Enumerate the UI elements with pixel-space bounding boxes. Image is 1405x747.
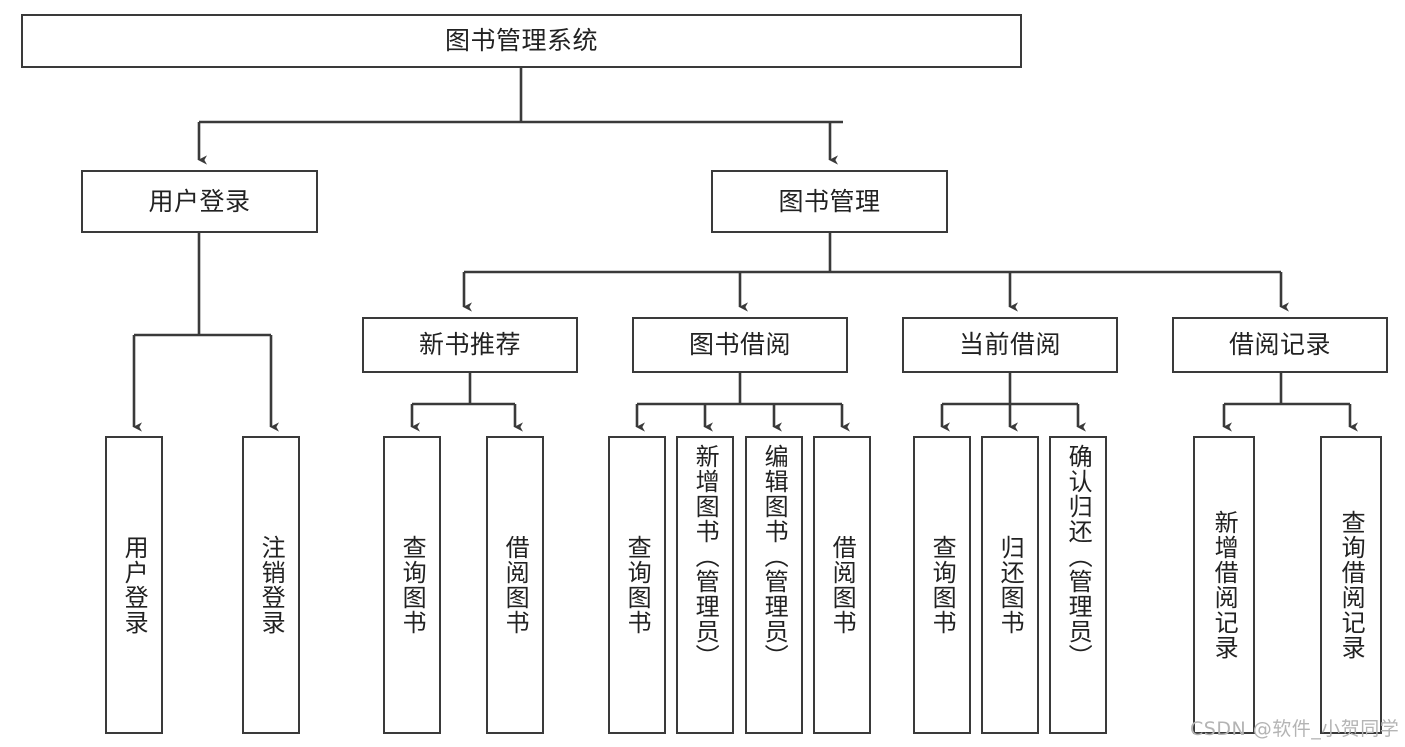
node-book-borrow[interactable]: 图书借阅 bbox=[632, 317, 848, 373]
node-label: 用户登录 bbox=[148, 186, 251, 216]
node-user-login[interactable]: 用户登录 bbox=[81, 170, 318, 233]
leaf-user-login-login[interactable]: 用户登录 bbox=[105, 436, 163, 734]
watermark-text: CSDN @软件_小贺同学 bbox=[1190, 718, 1400, 740]
leaf-borrow-record-add[interactable]: 新增借阅记录 bbox=[1193, 436, 1255, 734]
node-label: 查询图书 bbox=[623, 535, 652, 635]
node-root-system[interactable]: 图书管理系统 bbox=[21, 14, 1022, 68]
node-current-borrow[interactable]: 当前借阅 bbox=[902, 317, 1118, 373]
node-label: 用户登录 bbox=[120, 535, 149, 635]
leaf-book-borrow-edit[interactable]: 编辑图书（管理员） bbox=[745, 436, 803, 734]
leaf-book-borrow-add[interactable]: 新增图书（管理员） bbox=[676, 436, 734, 734]
leaf-book-borrow-query[interactable]: 查询图书 bbox=[608, 436, 666, 734]
node-label: 当前借阅 bbox=[958, 330, 1061, 360]
node-label: 编辑图书（管理员） bbox=[760, 444, 789, 669]
node-label: 借阅记录 bbox=[1228, 330, 1331, 360]
node-label: 新书推荐 bbox=[418, 330, 521, 360]
node-label: 确认归还（管理员） bbox=[1064, 444, 1093, 669]
leaf-current-borrow-query[interactable]: 查询图书 bbox=[913, 436, 971, 734]
leaf-book-borrow-borrow[interactable]: 借阅图书 bbox=[813, 436, 871, 734]
leaf-user-login-logout[interactable]: 注销登录 bbox=[242, 436, 300, 734]
node-label: 借阅图书 bbox=[501, 535, 530, 635]
node-book-management[interactable]: 图书管理 bbox=[711, 170, 948, 233]
node-new-book-recommend[interactable]: 新书推荐 bbox=[362, 317, 578, 373]
node-label: 借阅图书 bbox=[828, 535, 857, 635]
node-label: 注销登录 bbox=[257, 535, 286, 635]
leaf-current-borrow-confirm-return[interactable]: 确认归还（管理员） bbox=[1049, 436, 1107, 734]
node-label: 归还图书 bbox=[996, 535, 1025, 635]
node-borrow-record[interactable]: 借阅记录 bbox=[1172, 317, 1388, 373]
node-label: 图书管理系统 bbox=[444, 26, 598, 56]
node-label: 查询借阅记录 bbox=[1337, 510, 1366, 660]
leaf-new-book-borrow[interactable]: 借阅图书 bbox=[486, 436, 544, 734]
node-label: 新增图书（管理员） bbox=[691, 444, 720, 669]
node-label: 图书管理 bbox=[778, 186, 881, 216]
node-label: 查询图书 bbox=[928, 535, 957, 635]
node-label: 图书借阅 bbox=[688, 330, 791, 360]
leaf-new-book-query[interactable]: 查询图书 bbox=[383, 436, 441, 734]
node-label: 新增借阅记录 bbox=[1210, 510, 1239, 660]
leaf-current-borrow-return[interactable]: 归还图书 bbox=[981, 436, 1039, 734]
leaf-borrow-record-query[interactable]: 查询借阅记录 bbox=[1320, 436, 1382, 734]
node-label: 查询图书 bbox=[398, 535, 427, 635]
